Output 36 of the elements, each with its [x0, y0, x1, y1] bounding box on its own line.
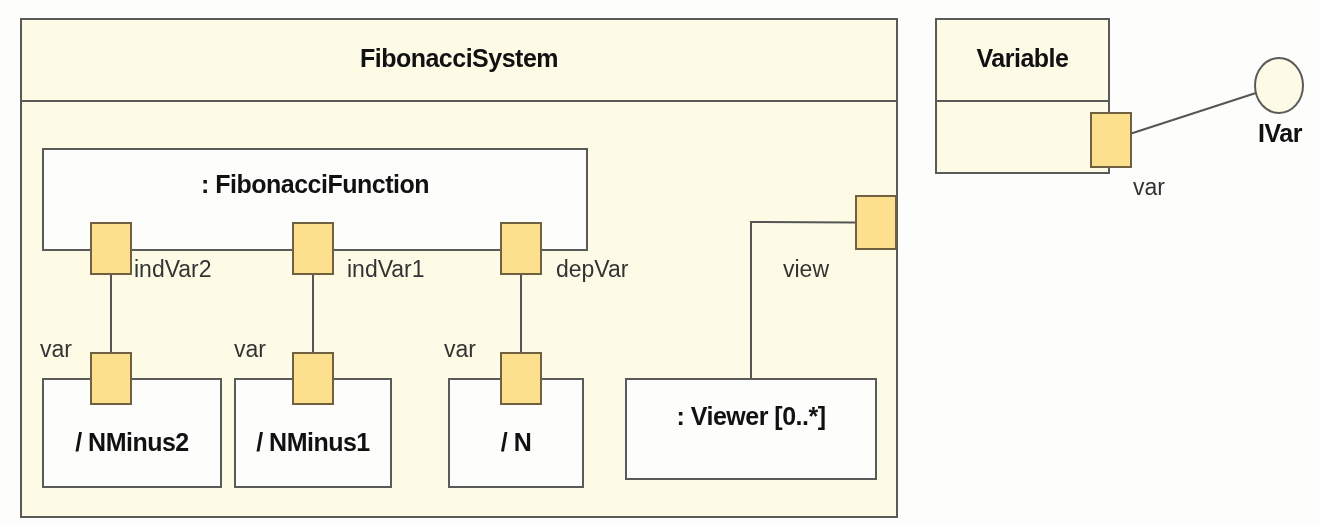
port-square — [500, 352, 542, 405]
port-label: view — [783, 256, 829, 283]
part-box — [448, 378, 584, 488]
frame-box — [935, 18, 1110, 174]
connector-line — [110, 274, 112, 353]
part-name: / NMinus1 — [256, 428, 370, 457]
frame-title: FibonacciSystem — [359, 44, 559, 73]
part-box — [42, 378, 222, 488]
port-square — [292, 352, 334, 405]
port-label: var — [234, 336, 266, 363]
part-box — [234, 378, 392, 488]
port-label: var — [1133, 174, 1165, 201]
port-square — [292, 222, 334, 275]
connector-line — [312, 274, 314, 353]
port-label: var — [444, 336, 476, 363]
part-name: : FibonacciFunction — [201, 170, 429, 199]
port-square — [1090, 112, 1132, 168]
port-label: var — [40, 336, 72, 363]
port-square — [500, 222, 542, 275]
port-square — [90, 352, 132, 405]
part-name: / NMinus2 — [75, 428, 189, 457]
part-name: / N — [500, 428, 532, 457]
interface-name: IVar — [1258, 119, 1302, 148]
port-square — [90, 222, 132, 275]
port-label: indVar2 — [134, 256, 212, 283]
port-label: indVar1 — [347, 256, 425, 283]
connector-line — [520, 274, 522, 353]
connector-line — [750, 221, 856, 379]
frame-title: Variable — [976, 44, 1069, 73]
connector-line — [1131, 92, 1257, 135]
frame-box — [20, 18, 898, 518]
part-box — [625, 378, 877, 480]
part-box — [42, 148, 588, 251]
port-label: depVar — [556, 256, 629, 283]
port-square — [855, 195, 897, 250]
part-name: : Viewer [0..*] — [676, 402, 826, 431]
